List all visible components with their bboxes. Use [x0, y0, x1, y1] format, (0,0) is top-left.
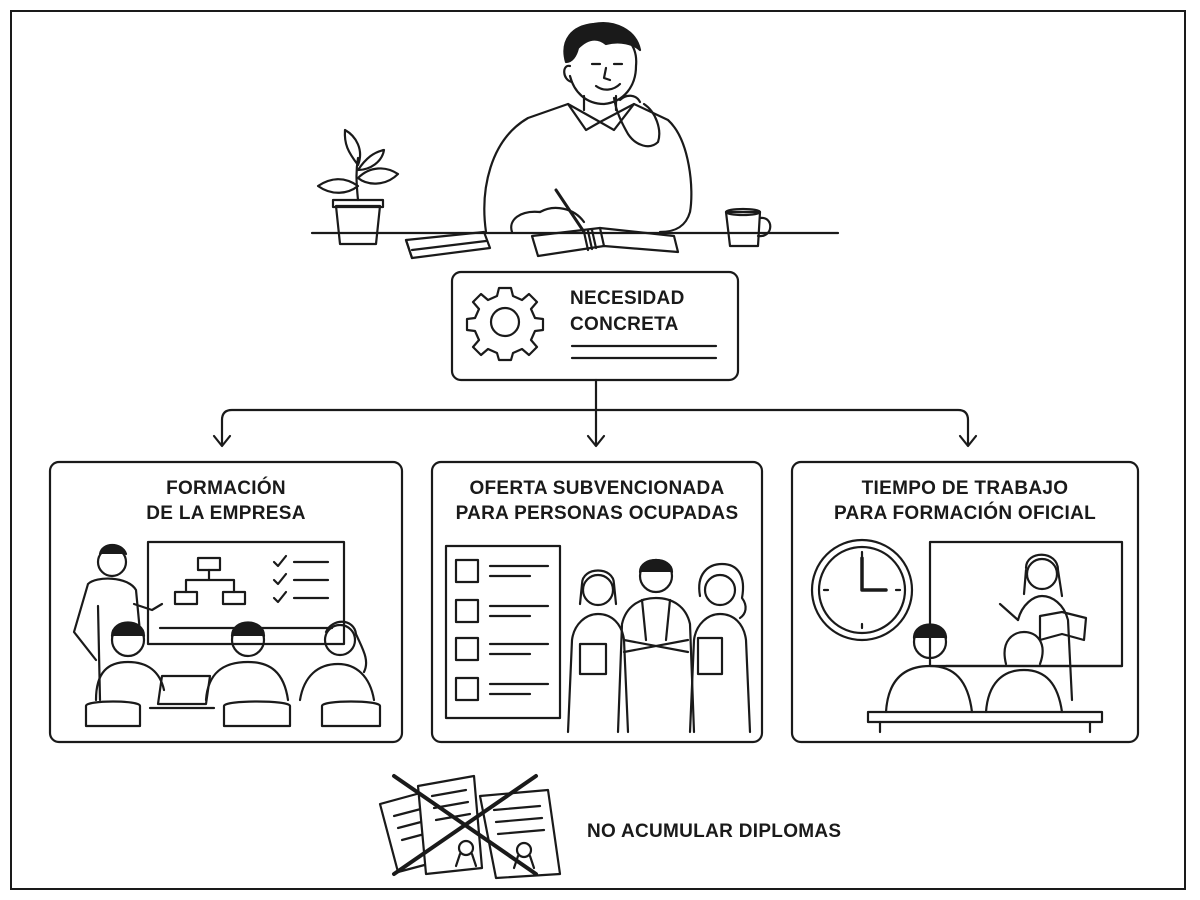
- book-icon: [404, 230, 492, 260]
- card-official-training-title: TIEMPO DE TRABAJO PARA FORMACIÓN OFICIAL: [792, 476, 1138, 526]
- card-title-line1: OFERTA SUBVENCIONADA: [469, 478, 725, 499]
- org-chart-icon: [173, 556, 247, 606]
- subsidized-offer-scene: [444, 544, 752, 734]
- clock-icon: [810, 538, 914, 642]
- diagram-frame: [10, 10, 1186, 890]
- card-title-line1: FORMACIÓN: [166, 478, 286, 499]
- connector-arrows: [212, 378, 978, 448]
- card-company-training-title: FORMACIÓN DE LA EMPRESA: [50, 476, 402, 526]
- card-title-line2: PARA FORMACIÓN OFICIAL: [833, 503, 1097, 524]
- card-subsidized-offer: [430, 460, 764, 744]
- center-node-title-line1: NECESIDAD: [570, 288, 685, 309]
- notebook-icon: [530, 226, 680, 258]
- center-node-title: NECESIDAD CONCRETA: [570, 286, 720, 338]
- company-training-scene: [72, 540, 382, 728]
- card-subsidized-offer-title: OFERTA SUBVENCIONADA PARA PERSONAS OCUPA…: [432, 476, 762, 526]
- card-title-line2: DE LA EMPRESA: [146, 503, 306, 524]
- thinking-person-illustration: [310, 22, 840, 260]
- official-training-scene: [810, 538, 1124, 734]
- plant-icon: [316, 128, 400, 246]
- crossed-diplomas-icon: [378, 774, 562, 880]
- footer-note: NO ACUMULAR DIPLOMAS: [587, 821, 842, 842]
- card-company-training: [48, 460, 404, 744]
- coffee-mug-icon: [724, 207, 772, 248]
- center-node-title-line2: CONCRETA: [570, 314, 679, 335]
- card-title-line1: TIEMPO DE TRABAJO: [861, 478, 1069, 499]
- gear-icon: [465, 286, 545, 362]
- card-title-line2: PARA PERSONAS OCUPADAS: [455, 503, 739, 524]
- card-official-training: [790, 460, 1140, 744]
